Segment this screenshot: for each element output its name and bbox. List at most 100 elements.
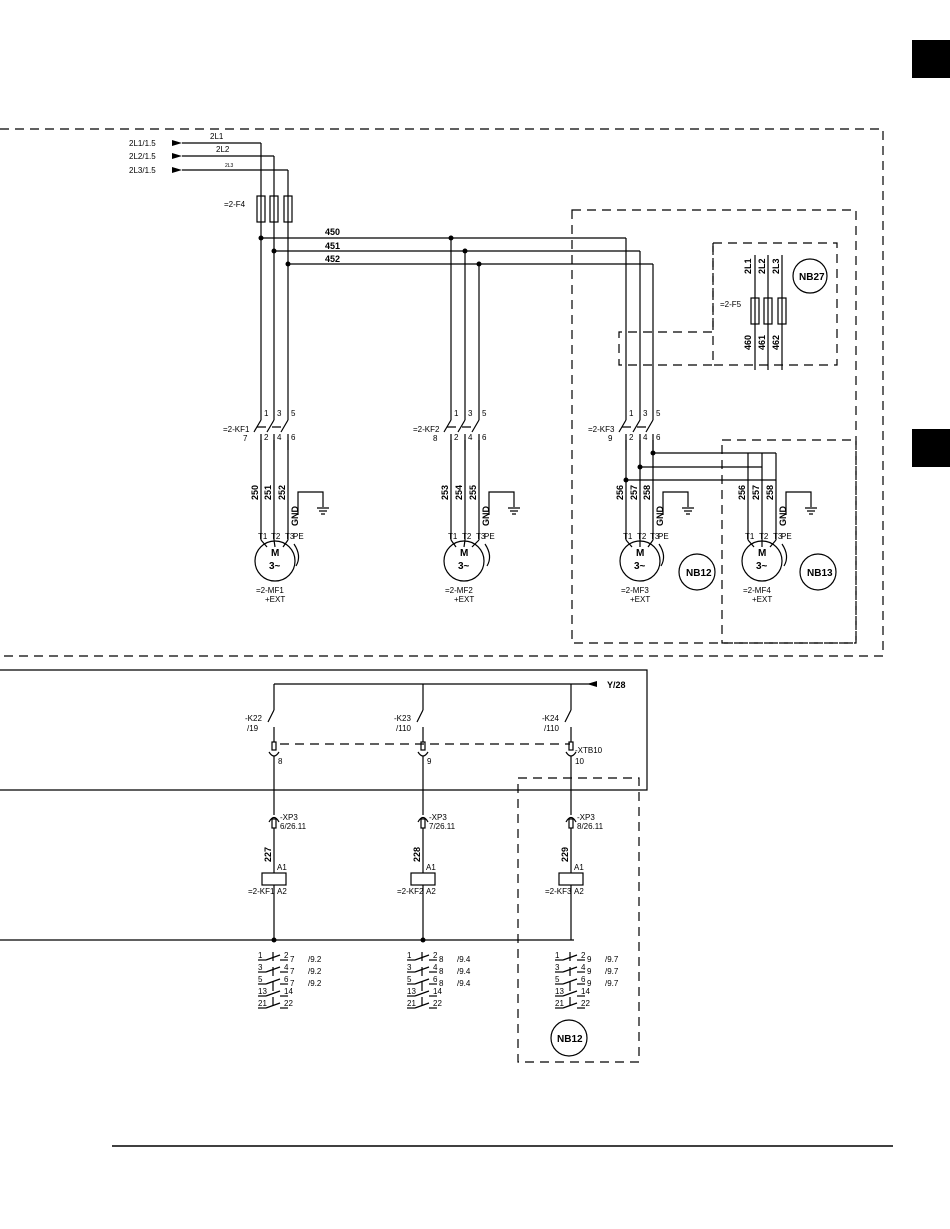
- gnd-wire: [488, 491, 515, 515]
- contact-ref: /9.4: [457, 967, 471, 976]
- motor-phase: 3~: [458, 561, 470, 572]
- contact-no: 21: [258, 999, 267, 1008]
- motor-icon: [443, 540, 485, 582]
- page-tab-middle: [912, 429, 950, 467]
- supply-wire-label: 2L3: [225, 163, 234, 169]
- contact-no: 6: [284, 975, 289, 984]
- contactor-contact: [443, 419, 452, 433]
- plug-pin-icon: [568, 818, 574, 829]
- contact-bottom-number: 6: [482, 433, 487, 442]
- contact-no: 22: [284, 999, 293, 1008]
- coil-a2: A2: [574, 887, 584, 896]
- contactor-label: =2-KF3: [588, 425, 615, 434]
- supply-input-3: 2L3/1.5 2L3: [129, 163, 288, 175]
- contactor-contact: [618, 419, 627, 433]
- nb27-badge-text: NB27: [799, 272, 825, 283]
- contact-sheet: 9: [587, 979, 592, 988]
- contact-ref: /9.2: [308, 979, 322, 988]
- f5-output-label: 461: [757, 335, 767, 350]
- relay-ref: /19: [247, 724, 259, 733]
- bus-label-451: 451: [325, 241, 340, 251]
- contact-bottom-number: 2: [264, 433, 269, 442]
- contact-blade: [265, 978, 281, 985]
- relay-ref: /110: [544, 724, 560, 733]
- motor-terminal-label: T2: [462, 532, 472, 541]
- contact-no: 13: [407, 987, 416, 996]
- coil-a1: A1: [574, 863, 584, 872]
- motor-phase: 3~: [269, 561, 281, 572]
- plug-label: -XP3: [429, 813, 447, 822]
- contact-sheet: 9: [587, 967, 592, 976]
- contact-sheet: 8: [439, 955, 444, 964]
- motor-tag: =2-MF1: [256, 586, 284, 595]
- contactor-contact: [645, 419, 654, 433]
- coil-icon: [410, 872, 436, 886]
- contact-no: 4: [284, 963, 289, 972]
- motor-pe-label: PE: [484, 532, 495, 541]
- gnd-label: GND: [778, 506, 788, 527]
- plug-icon: [268, 816, 280, 823]
- gnd-wire: [662, 491, 689, 515]
- fuse-f5-label: =2-F5: [720, 300, 742, 309]
- coil-icon: [558, 872, 584, 886]
- motor-lead: [747, 539, 755, 548]
- relay-label: -K22: [245, 714, 262, 723]
- bus-label-450: 450: [325, 227, 340, 237]
- motor-terminal-label: T3: [650, 532, 660, 541]
- contact-top-number: 1: [629, 409, 634, 418]
- plug-icon: [565, 816, 577, 823]
- contact-ref: /9.7: [605, 967, 619, 976]
- contact-no: 5: [407, 975, 412, 984]
- contactor-contact: [253, 419, 262, 433]
- motor-symbol: M: [636, 548, 644, 559]
- motor-tag: =2-MF3: [621, 586, 649, 595]
- contact-no: 5: [555, 975, 560, 984]
- pe-arc: [293, 543, 300, 567]
- f5-phase-label: 2L1: [743, 258, 753, 274]
- contact-no: 4: [433, 963, 438, 972]
- coil-a1: A1: [277, 863, 287, 872]
- coil-label: =2-KF2: [397, 887, 424, 896]
- motor-terminal-label: T2: [759, 532, 769, 541]
- contact-blade: [562, 978, 578, 985]
- motor-lead: [769, 539, 777, 548]
- supply-input-1: 2L1/1.5 2L1: [129, 132, 261, 148]
- page-tab-top: [912, 40, 950, 78]
- contact-bottom-number: 4: [468, 433, 473, 442]
- contact-top-number: 3: [468, 409, 473, 418]
- motor-icon: [741, 540, 783, 582]
- wire-number: 229: [560, 847, 570, 862]
- motor-location: +EXT: [752, 595, 772, 604]
- motor-terminal-label: T1: [745, 532, 755, 541]
- supply-input-2: 2L2/1.5 2L2: [129, 145, 274, 161]
- junction-dot: [623, 477, 629, 483]
- contact-bottom-number: 6: [656, 433, 661, 442]
- input-arrow-icon: [172, 153, 182, 159]
- contact-top-number: 1: [454, 409, 459, 418]
- f5-output-label: 460: [743, 335, 753, 350]
- gnd-label: GND: [290, 506, 300, 527]
- relay-contact: [564, 709, 572, 723]
- motor-terminal-label: T1: [258, 532, 268, 541]
- fuse-box-f5: 2L1 2L2 2L3 =2-F5 460 461 462 NB27: [720, 255, 828, 370]
- contact-bottom-number: 2: [454, 433, 459, 442]
- plug-pin-icon: [271, 818, 277, 829]
- contact-bottom-number: 4: [643, 433, 648, 442]
- contact-top-number: 5: [291, 409, 296, 418]
- contact-no: 6: [433, 975, 438, 984]
- wire-number: 253: [440, 485, 450, 500]
- contact-bottom-number: 2: [629, 433, 634, 442]
- control-box-border: [0, 669, 648, 791]
- input-arrow-icon: [172, 167, 182, 173]
- ground-icon: [682, 507, 694, 515]
- contact-no: 13: [258, 987, 267, 996]
- f5-output-label: 462: [771, 335, 781, 350]
- motor-terminal-label: T1: [623, 532, 633, 541]
- motor-terminal-label: T3: [773, 532, 783, 541]
- control-ref-label: Y/28: [607, 680, 626, 690]
- contact-no: 14: [433, 987, 442, 996]
- coil-label: =2-KF3: [545, 887, 572, 896]
